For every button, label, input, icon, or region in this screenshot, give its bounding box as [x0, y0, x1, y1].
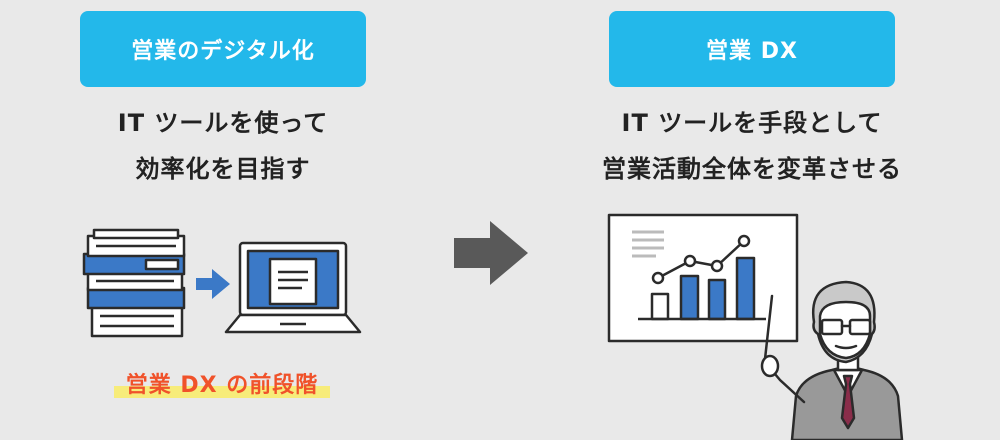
sales-dx-desc-line2: 営業活動全体を変革させる [602, 155, 902, 183]
transition-arrow-icon [454, 221, 528, 285]
sales-dx-desc-line1: IT ツールを手段として [621, 109, 883, 137]
paper-stack-icon [82, 228, 186, 338]
digitalization-label-text: 営業のデジタル化 [131, 39, 315, 64]
digitalization-label: 営業のデジタル化 [80, 11, 366, 87]
presenter-icon [760, 280, 904, 440]
digitalization-desc-line2: 効率化を目指す [135, 155, 311, 183]
small-arrow-icon [196, 269, 230, 299]
pre-stage-note: 営業 DX の前段階 [114, 366, 330, 400]
digitalization-description: IT ツールを使って 効率化を目指す [40, 100, 406, 192]
pre-stage-note-text: 営業 DX の前段階 [125, 373, 319, 398]
laptop-icon [224, 241, 362, 334]
presentation-board-icon [607, 213, 799, 343]
sales-dx-label-text: 営業 DX [706, 39, 798, 64]
sales-dx-description: IT ツールを手段として 営業活動全体を変革させる [560, 100, 944, 192]
digitalization-desc-line1: IT ツールを使って [117, 109, 329, 137]
sales-dx-label: 営業 DX [609, 11, 895, 87]
